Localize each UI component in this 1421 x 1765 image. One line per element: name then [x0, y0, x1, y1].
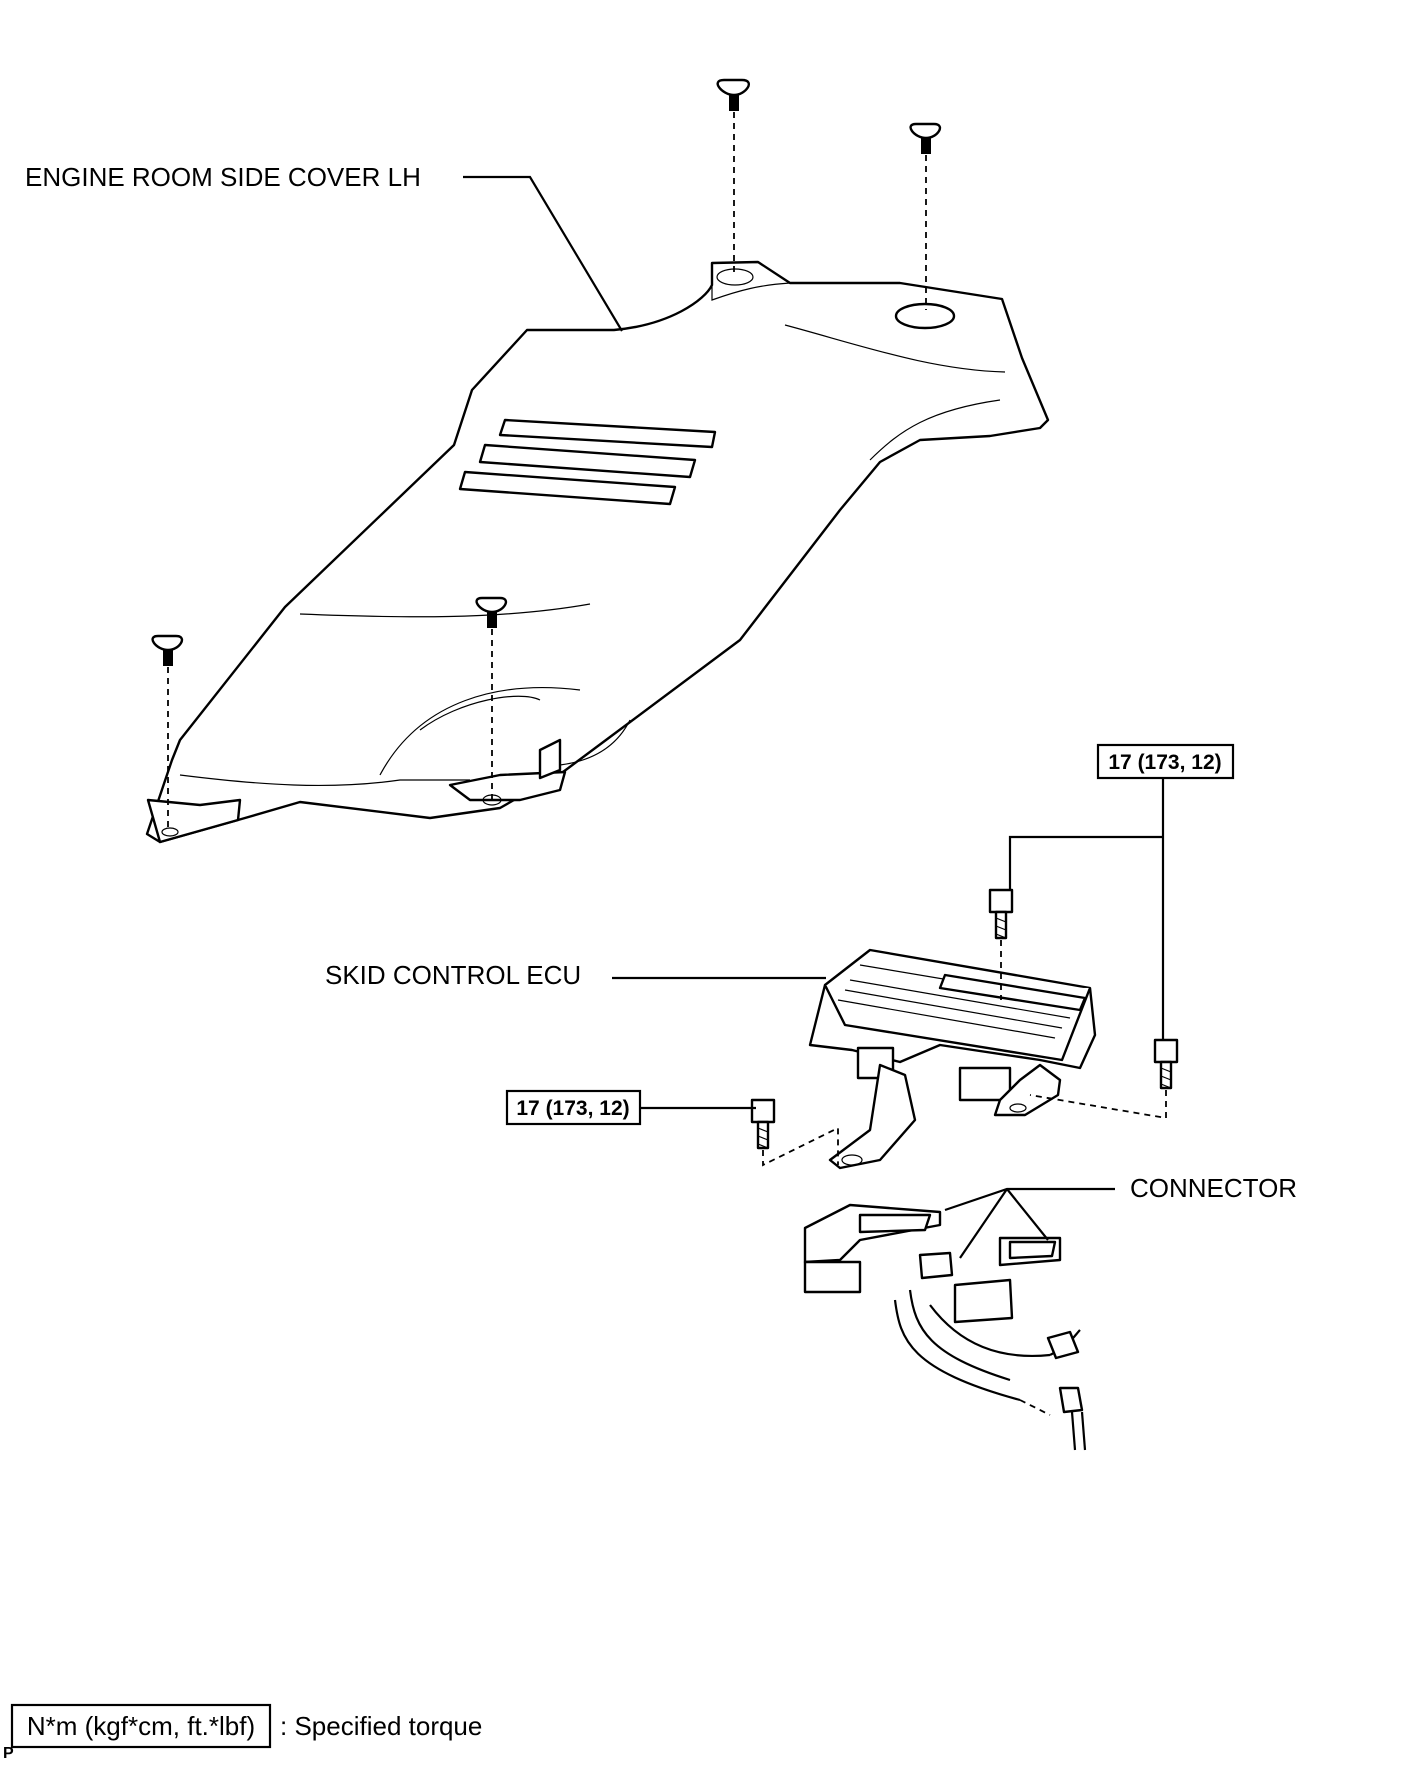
leader-connector	[944, 1187, 1115, 1259]
skid-control-ecu	[808, 948, 1097, 1170]
bolt-ecu-right	[1153, 1038, 1179, 1090]
label-skid-control-ecu: SKID CONTROL ECU	[325, 960, 581, 990]
clip-lower-left	[151, 634, 184, 666]
label-engine-room-side-cover: ENGINE ROOM SIDE COVER LH	[25, 162, 421, 192]
wire-harness-connectors	[803, 1203, 1087, 1451]
clip-lower-middle	[475, 596, 508, 628]
legend-box-text: N*m (kgf*cm, ft.*lbf)	[27, 1711, 255, 1741]
bolt-ecu-left	[750, 1098, 776, 1150]
torque-value-upper: 17 (173, 12)	[1108, 751, 1221, 774]
clip-top-left	[716, 78, 750, 111]
torque-value-lower: 17 (173, 12)	[516, 1097, 629, 1120]
corner-mark: P	[3, 1745, 14, 1760]
bolt-ecu-upper	[988, 888, 1014, 940]
legend-description: : Specified torque	[280, 1711, 482, 1741]
torque-box-lower	[505, 1089, 642, 1126]
engine-room-side-cover	[145, 260, 1050, 844]
leader-cover	[463, 175, 623, 332]
leader-torque-upper	[1008, 778, 1165, 1040]
label-connector: CONNECTOR	[1130, 1173, 1297, 1203]
torque-box-upper	[1096, 743, 1235, 780]
clip-top-right	[909, 122, 942, 154]
legend-box	[10, 1703, 272, 1749]
